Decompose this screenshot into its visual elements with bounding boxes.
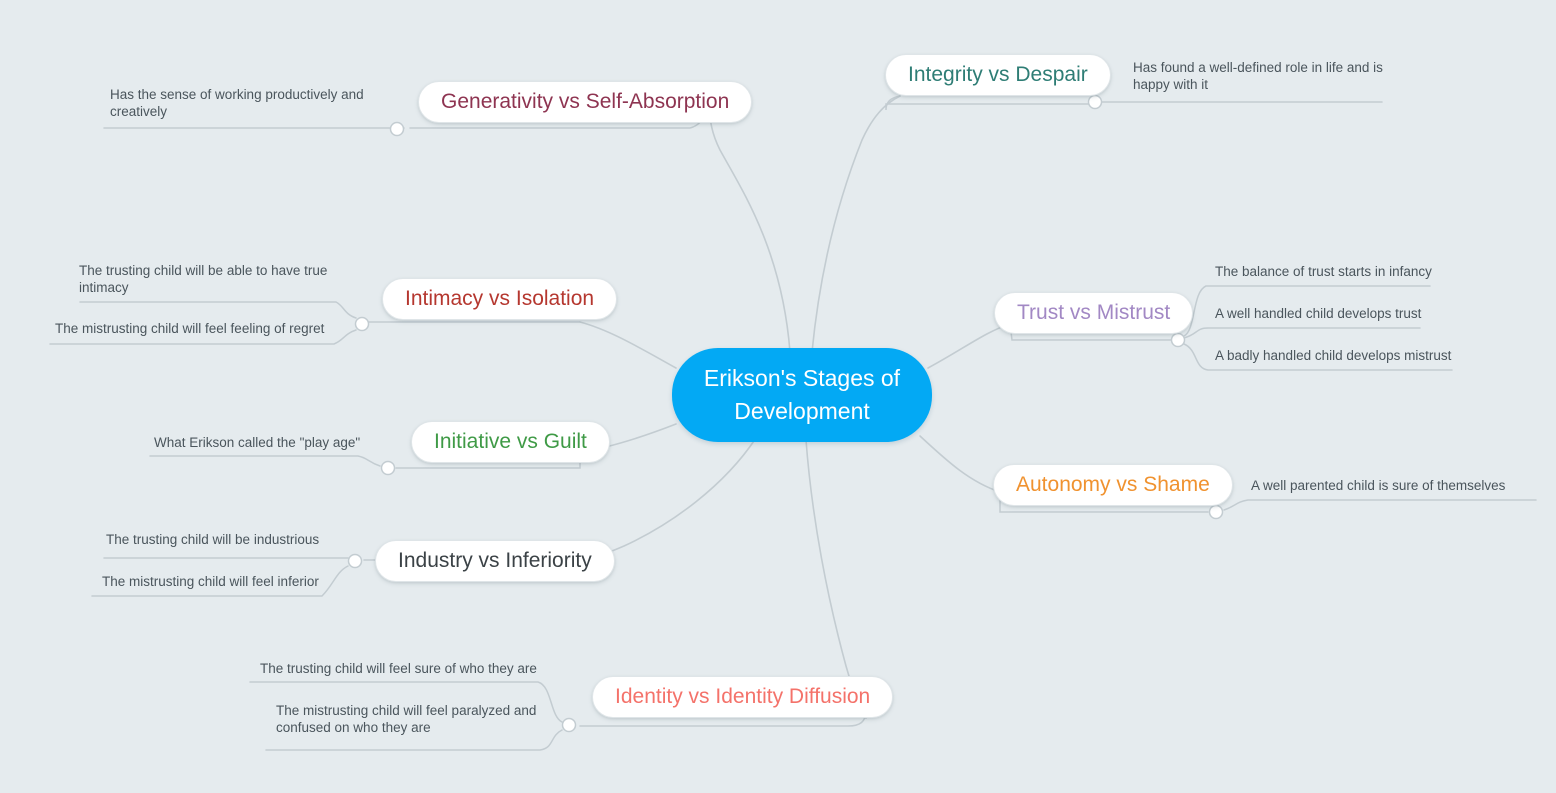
branch-node-trust[interactable]: Trust vs Mistrust (994, 292, 1194, 334)
junction-dot-trust (1170, 332, 1186, 348)
leaf-generativity-1[interactable]: Has the sense of working productively an… (110, 87, 364, 119)
central-topic-node[interactable]: Erikson's Stages of Development (672, 348, 932, 442)
leaf-integrity-1[interactable]: Has found a well-defined role in life an… (1133, 60, 1383, 92)
leaf-industry-1[interactable]: The trusting child will be industrious (106, 532, 320, 547)
branch-node-industry[interactable]: Industry vs Inferiority (375, 540, 615, 582)
leaf-autonomy-1[interactable]: A well parented child is sure of themsel… (1251, 478, 1506, 493)
branch-node-identity[interactable]: Identity vs Identity Diffusion (592, 676, 894, 718)
branch-node-autonomy[interactable]: Autonomy vs Shame (993, 464, 1233, 506)
branch-node-generativity[interactable]: Generativity vs Self-Absorption (418, 81, 753, 123)
leaf-identity-2[interactable]: The mistrusting child will feel paralyze… (276, 703, 537, 735)
leaf-trust-1[interactable]: The balance of trust starts in infancy (1215, 264, 1432, 279)
branch-label-industry: Industry vs Inferiority (398, 549, 592, 572)
leaf-industry-2[interactable]: The mistrusting child will feel inferior (102, 574, 319, 589)
branch-node-integrity[interactable]: Integrity vs Despair (885, 54, 1111, 96)
central-topic-line-2: Development (734, 398, 870, 424)
junction-dot-intimacy (354, 316, 370, 332)
junction-dot-integrity (1087, 94, 1103, 110)
leaf-intimacy-1[interactable]: The trusting child will be able to have … (79, 263, 328, 295)
junction-dot-industry (347, 553, 363, 569)
junction-dot-initiative (380, 460, 396, 476)
junction-dot-identity (561, 717, 577, 733)
leaf-trust-3[interactable]: A badly handled child develops mistrust (1215, 348, 1452, 363)
leaf-initiative-1[interactable]: What Erikson called the "play age" (154, 435, 361, 450)
branch-label-identity: Identity vs Identity Diffusion (615, 685, 871, 708)
branch-node-initiative[interactable]: Initiative vs Guilt (411, 421, 610, 463)
leaf-identity-1[interactable]: The trusting child will feel sure of who… (260, 661, 537, 676)
junction-dot-autonomy (1208, 504, 1224, 520)
branch-label-initiative: Initiative vs Guilt (434, 430, 587, 453)
leaf-trust-2[interactable]: A well handled child develops trust (1215, 306, 1422, 321)
branch-label-intimacy: Intimacy vs Isolation (405, 287, 595, 310)
branch-node-intimacy[interactable]: Intimacy vs Isolation (382, 278, 618, 320)
branch-label-integrity: Integrity vs Despair (908, 63, 1088, 86)
central-topic-line-1: Erikson's Stages of (703, 365, 901, 391)
branch-label-autonomy: Autonomy vs Shame (1016, 473, 1210, 496)
branch-label-generativity: Generativity vs Self-Absorption (441, 90, 730, 113)
junction-dot-generativity (389, 121, 405, 137)
leaf-intimacy-2[interactable]: The mistrusting child will feel feeling … (55, 321, 325, 336)
branch-label-trust: Trust vs Mistrust (1017, 301, 1171, 324)
